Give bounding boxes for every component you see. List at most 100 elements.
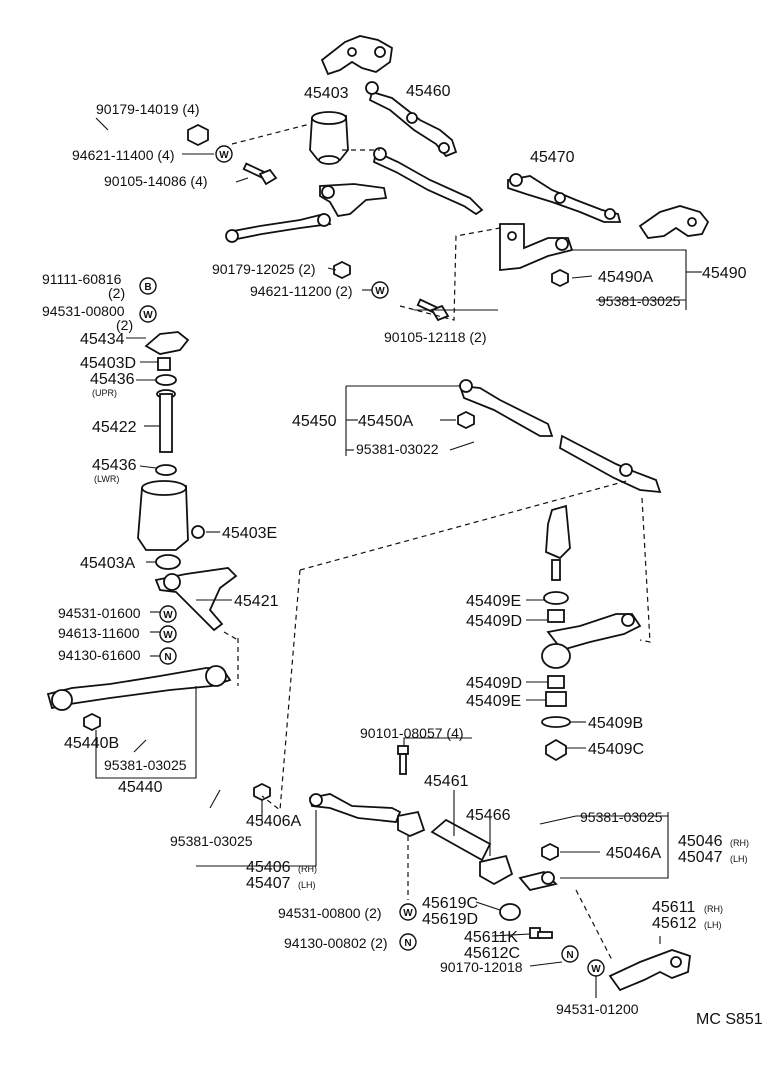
label-rh-45611: (RH) [704, 904, 723, 914]
label-94621-11400: 94621-11400 (4) [72, 147, 174, 163]
label-45490: 45490 [702, 265, 747, 282]
label-90179-14019: 90179-14019 (4) [96, 101, 200, 117]
label-rh-45406: (RH) [298, 864, 317, 874]
label-45403D: 45403D [80, 355, 136, 372]
bolt-90105-14086 [242, 162, 278, 186]
label-45409E-top: 45409E [466, 593, 521, 610]
bushing-45436-upr [155, 374, 177, 386]
label-lh-45047: (LH) [730, 854, 748, 864]
label-45611: 45611 [652, 899, 695, 916]
label-45409C: 45409C [588, 741, 644, 758]
pitman-arm-upper [319, 183, 388, 217]
label-45436-upr: 45436 [90, 371, 135, 388]
label-90105-14086: 90105-14086 (4) [104, 173, 208, 189]
symbol-W: W [139, 305, 157, 323]
knuckle-arm-45611 [608, 949, 691, 992]
label-94531-01200: 94531-01200 [556, 1001, 639, 1017]
label-45046A: 45046A [606, 845, 661, 862]
bushing-45403A [155, 554, 181, 570]
svg-text:N: N [566, 950, 573, 961]
symbol-N: N [159, 647, 177, 665]
nut-45409C [545, 738, 567, 762]
shaft-45422 [156, 389, 176, 453]
seat-45434 [144, 331, 190, 355]
label-45409B: 45409B [588, 715, 643, 732]
label-45409E-bot: 45409E [466, 693, 521, 710]
tie-rod-end-45046 [518, 871, 558, 892]
bushing-45409D-top [547, 609, 565, 623]
tie-rod-45450 [458, 379, 662, 494]
label-45611K: 45611K [464, 929, 518, 946]
bolt-45611K [529, 927, 553, 939]
label-94621-11200: 94621-11200 (2) [250, 283, 352, 299]
label-45612: 45612 [652, 915, 697, 932]
label-95381-03022: 95381-03022 [356, 441, 439, 457]
clamp-block [397, 810, 426, 837]
label-45409D-top: 45409D [466, 613, 522, 630]
bracket-body [137, 480, 189, 551]
washer-45409E-bot [545, 691, 567, 707]
label-90179-12025: 90179-12025 (2) [212, 261, 316, 277]
diagram-code: MC S851 [696, 1011, 763, 1028]
washer-45409E-top [543, 591, 569, 605]
idler-arm-45490 [499, 223, 574, 271]
label-lwr: (LWR) [94, 474, 119, 484]
label-45490A: 45490A [598, 269, 653, 286]
symbol-B: B [139, 277, 157, 295]
idler-arm-45421 [154, 567, 238, 632]
label-95381-03025-right: 95381-03025 [580, 809, 663, 825]
label-45403: 45403 [304, 85, 349, 102]
label-94531-00800-top: 94531-00800 [42, 303, 125, 319]
label-45470: 45470 [530, 149, 575, 166]
label-45047: 45047 [678, 849, 723, 866]
spring-45403D [157, 357, 171, 371]
label-45403E: 45403E [222, 525, 277, 542]
label-45440B: 45440B [64, 735, 119, 752]
label-lh-45407: (LH) [298, 880, 316, 890]
nut-45440B [83, 712, 101, 732]
symbol-W: W [371, 281, 389, 299]
svg-text:W: W [591, 964, 601, 975]
symbol-W: W [159, 605, 177, 623]
nut-45490A [551, 268, 569, 288]
label-lh-45612: (LH) [704, 920, 722, 930]
symbol-W: W [159, 625, 177, 643]
svg-text:W: W [219, 150, 229, 161]
svg-text:W: W [403, 908, 413, 919]
grease-fitting-45403E [191, 525, 205, 539]
label-45460: 45460 [406, 83, 451, 100]
label-45403A: 45403A [80, 555, 135, 572]
bushing-45619C [499, 903, 521, 921]
label-94130-61600: 94130-61600 [58, 647, 141, 663]
bushing-45436-lwr [155, 464, 177, 476]
label-45046: 45046 [678, 833, 723, 850]
label-45406: 45406 [246, 859, 291, 876]
label-upr: (UPR) [92, 388, 117, 398]
label-45421: 45421 [234, 593, 279, 610]
label-45440: 45440 [118, 779, 163, 796]
idler-arm-right [541, 613, 642, 669]
label-45461: 45461 [424, 773, 469, 790]
svg-text:B: B [144, 282, 151, 293]
idler-arm-bracket-45403 [309, 111, 349, 165]
tie-rod-end-45406 [308, 793, 402, 823]
label-45406A: 45406A [246, 813, 301, 830]
label-94531-00800-top-qty: (2) [116, 317, 133, 333]
tie-rod-upper [372, 147, 484, 216]
label-45619C: 45619C [422, 895, 478, 912]
nut-45406A [253, 782, 271, 802]
symbol-W: W [215, 145, 233, 163]
label-95381-03025-top: 95381-03025 [598, 293, 681, 309]
svg-text:W: W [375, 286, 385, 297]
frame-bracket-top [320, 35, 393, 76]
relay-rod-45460 [365, 81, 458, 158]
pin-95381-03025-right [539, 815, 577, 825]
label-45407: 45407 [246, 875, 291, 892]
symbol-W: W [399, 903, 417, 921]
label-94531-01600: 94531-01600 [58, 605, 141, 621]
label-90170-12018: 90170-12018 [440, 959, 523, 975]
label-45466: 45466 [466, 807, 511, 824]
label-95381-03025-bot: 95381-03025 [170, 833, 253, 849]
frame-bracket-right [638, 205, 710, 239]
